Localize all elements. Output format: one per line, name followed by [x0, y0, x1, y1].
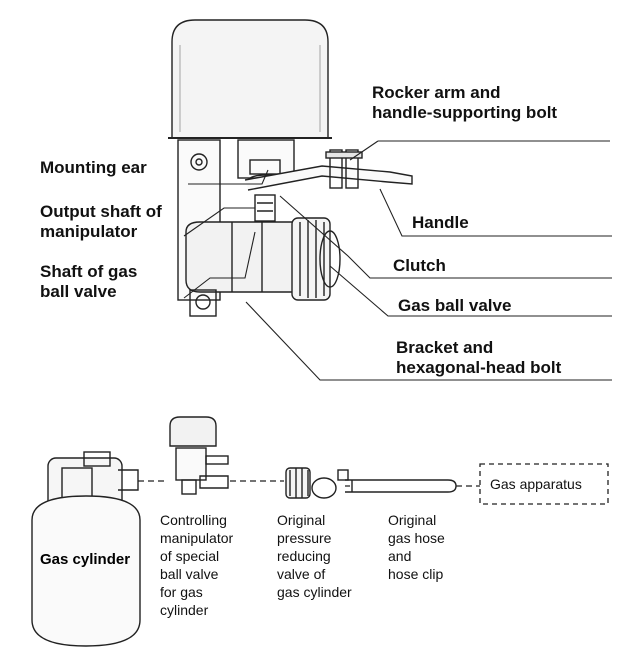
- controlling-manipulator-drawing: [169, 416, 229, 495]
- gas-apparatus-box: [479, 463, 609, 505]
- output-shaft-block: [237, 139, 295, 186]
- regulator-caption-line2: pressure: [277, 530, 332, 546]
- regulator-caption-line1: Original: [277, 512, 326, 528]
- manipulator-caption-line4: ball valve: [160, 566, 219, 582]
- output-shaft-label-line2: manipulator: [40, 222, 138, 241]
- output-shaft-label-line1: Output shaft of: [40, 202, 162, 221]
- gas-apparatus-label: Gas apparatus: [490, 476, 582, 492]
- shaft-label-line1: Shaft of gas: [40, 262, 138, 281]
- pressure-reducing-valve-drawing: [285, 467, 349, 499]
- hose-caption-line1: Original: [388, 512, 437, 528]
- regulator-caption-line3: reducing: [277, 548, 331, 564]
- bracket-label-line2: hexagonal-head bolt: [396, 358, 562, 377]
- leader-lines-top: [183, 140, 612, 381]
- clutch-label: Clutch: [393, 256, 446, 275]
- rocker-arm-label-line1: Rocker arm and: [372, 83, 501, 102]
- gas-cylinder-drawing: [31, 451, 141, 647]
- connection-dashed-line: [138, 480, 480, 487]
- regulator-caption-line5: gas cylinder: [277, 584, 352, 600]
- bracket-label-line1: Bracket and: [396, 338, 494, 357]
- rocker-arm-and-bolts: [244, 149, 413, 191]
- manipulator-motor-housing: [168, 19, 332, 139]
- manipulator-caption-line3: of special: [160, 548, 220, 564]
- bracket-hexagonal-bolt: [189, 289, 217, 317]
- gas-hose-drawing: [345, 479, 457, 493]
- clutch-shaft: [254, 194, 276, 222]
- gas-ball-valve-body: [185, 217, 341, 301]
- handle-label: Handle: [412, 213, 469, 232]
- hose-caption-line3: and: [388, 548, 412, 564]
- manipulator-caption-line1: Controlling: [160, 512, 227, 528]
- gas-ball-valve-label: Gas ball valve: [398, 296, 512, 315]
- shaft-label-line2: ball valve: [40, 282, 117, 301]
- manipulator-caption-line5: for gas: [160, 584, 203, 600]
- regulator-caption-line4: valve of: [277, 566, 326, 582]
- mounting-ear-label: Mounting ear: [40, 158, 147, 177]
- hose-caption-line4: hose clip: [388, 566, 444, 582]
- rocker-arm-label-line2: handle-supporting bolt: [372, 103, 558, 122]
- hose-caption-line2: gas hose: [388, 530, 445, 546]
- manipulator-caption-line6: cylinder: [160, 602, 209, 618]
- gas-cylinder-label: Gas cylinder: [40, 551, 131, 568]
- manipulator-caption-line2: manipulator: [160, 530, 234, 546]
